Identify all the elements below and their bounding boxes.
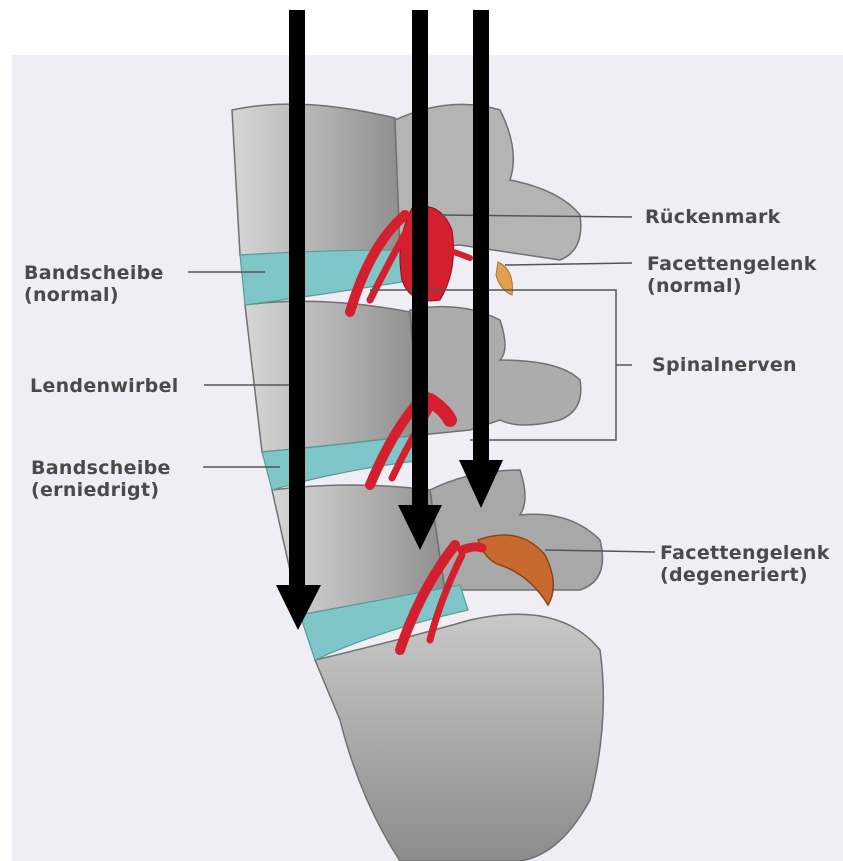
- label-facet-degenerated-line1: Facettengelenk: [660, 542, 843, 564]
- label-disc-lowered: Bandscheibe (erniedrigt): [31, 457, 171, 501]
- label-facet-normal-line1: Facettengelenk: [647, 253, 817, 275]
- label-disc-lowered-line2: (erniedrigt): [31, 479, 171, 501]
- arrow-right-shaft: [473, 10, 489, 465]
- label-lumbar-vertebra-text: Lendenwirbel: [30, 375, 179, 397]
- label-spinal-cord-text: Rückenmark: [645, 206, 781, 228]
- label-spinal-nerves: Spinalnerven: [652, 354, 797, 376]
- label-spinal-cord: Rückenmark: [645, 206, 781, 228]
- label-disc-normal-line2: (normal): [24, 284, 164, 306]
- label-disc-normal-line1: Bandscheibe: [24, 262, 164, 284]
- label-facet-normal: Facettengelenk (normal): [647, 253, 817, 297]
- label-spinal-nerves-text: Spinalnerven: [652, 354, 797, 376]
- nerve-3c: [462, 547, 482, 550]
- label-lumbar-vertebra: Lendenwirbel: [30, 375, 179, 397]
- label-facet-normal-line2: (normal): [647, 275, 817, 297]
- label-disc-lowered-line1: Bandscheibe: [31, 457, 171, 479]
- arrow-middle-shaft: [412, 10, 428, 510]
- label-facet-degenerated-line2: (degeneriert): [660, 564, 843, 586]
- arrow-left-shaft: [289, 10, 305, 590]
- label-facet-degenerated: Facettengelenk (degeneriert): [660, 542, 843, 586]
- label-disc-normal: Bandscheibe (normal): [24, 262, 164, 306]
- vertebra-top: [232, 104, 400, 255]
